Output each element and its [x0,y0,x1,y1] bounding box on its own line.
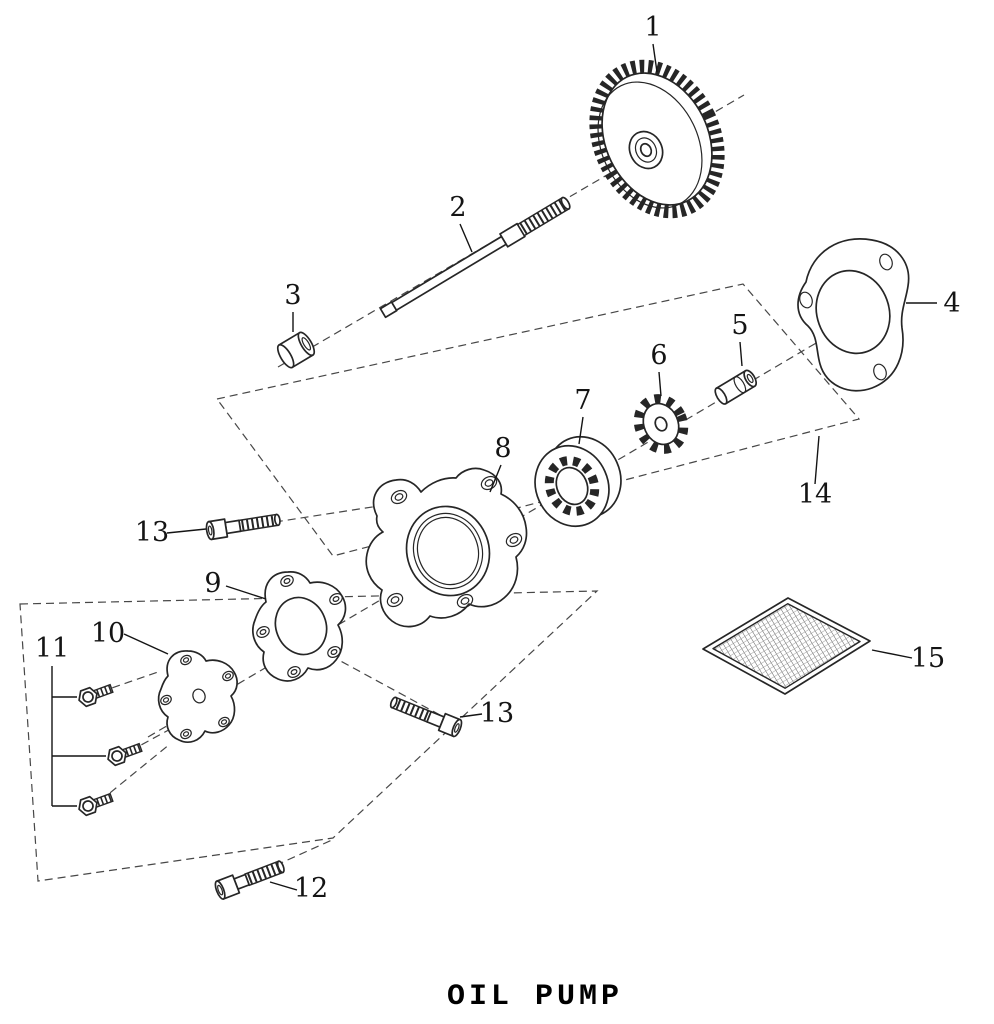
part-13-bolt-top [205,513,281,541]
cover-center-hole [192,688,206,704]
callout-5: 5 [731,310,748,341]
callout-12: 12 [294,873,328,904]
callout-3: 3 [284,280,301,311]
cover-outline [157,650,238,743]
part-6-inner-rotor [633,394,689,454]
bolt13a-axis [261,502,399,525]
part-11-bolt-c [78,792,114,817]
gasket4-center-hole [815,269,891,355]
callout-14: 14 [798,479,832,510]
part-10-cover-plate [157,650,238,743]
gasket4-bolt-hole [873,363,887,381]
subassembly-box-14 [215,283,861,557]
shaft-tip [560,196,571,210]
gasket4-bolt-hole [799,291,813,309]
part-12-bolt [214,860,285,900]
part-5-pin [714,369,758,405]
bushing-bore [301,337,312,351]
gasket9-bolt-holes [256,575,343,678]
callout-labels: 1 2 3 4 5 6 7 8 9 10 11 12 13 13 14 15 [35,12,961,904]
callout-7: 7 [574,385,591,416]
callout-13-bottom: 13 [480,698,514,729]
shaft-thread-bg [517,197,569,236]
callout-9: 9 [204,568,221,599]
sprocket-bore [639,142,653,158]
bolt13b-axis [334,657,441,716]
part-13-bolt-bottom [389,696,463,738]
pump-body-bore-mid [412,512,484,590]
sprocket-hub-ring [634,137,658,163]
pump-body-bore-inner [416,516,480,586]
part-3-bushing [276,331,316,369]
bolt-socket [217,884,224,896]
shaft-body [390,235,508,312]
bolt-socket [111,750,123,762]
part-7-outer-rotor [534,435,622,528]
callout-15: 15 [911,643,945,674]
pin-bore [746,373,754,384]
callout-4: 4 [943,288,960,319]
part-2-shaft [379,196,571,319]
callout-13-top: 13 [135,517,169,548]
pin-step [733,376,747,394]
bolt-socket [82,800,94,812]
callout-8: 8 [494,433,511,464]
callout-2: 2 [449,192,466,223]
bushing-back-face [276,343,295,369]
gasket4-bolt-hole [879,253,893,271]
callout-6: 6 [650,340,667,371]
part-9-gasket [252,571,347,682]
callout-11: 11 [35,633,69,664]
diagram-title: OIL PUMP [447,980,623,1014]
cover-bolt-holes [160,654,234,740]
pump-body-bolt-holes [386,475,523,609]
callout-leaders [51,43,937,891]
callout-1: 1 [644,12,661,43]
part-8-pump-body [365,467,528,628]
screen-mesh [712,603,861,689]
bolt11c-axis [99,743,171,802]
inner-rotor-bore [654,416,668,432]
part-15-strainer-screen [702,597,871,695]
outer-rotor-inner-ring [555,466,589,506]
pin-end [714,387,728,405]
bolt-socket [82,691,94,703]
gasket9-center-hole [274,596,328,656]
part-11-bolt-a [78,683,114,708]
callout-10: 10 [91,618,125,649]
part-4-gasket-plate [797,238,910,392]
sprocket-face [597,81,703,209]
bolt11a-axis [99,671,159,693]
part-11-bolt-b [107,742,143,767]
bolt-socket [453,723,460,733]
part-1-sprocket [589,59,725,219]
bolt-socket [207,525,213,536]
